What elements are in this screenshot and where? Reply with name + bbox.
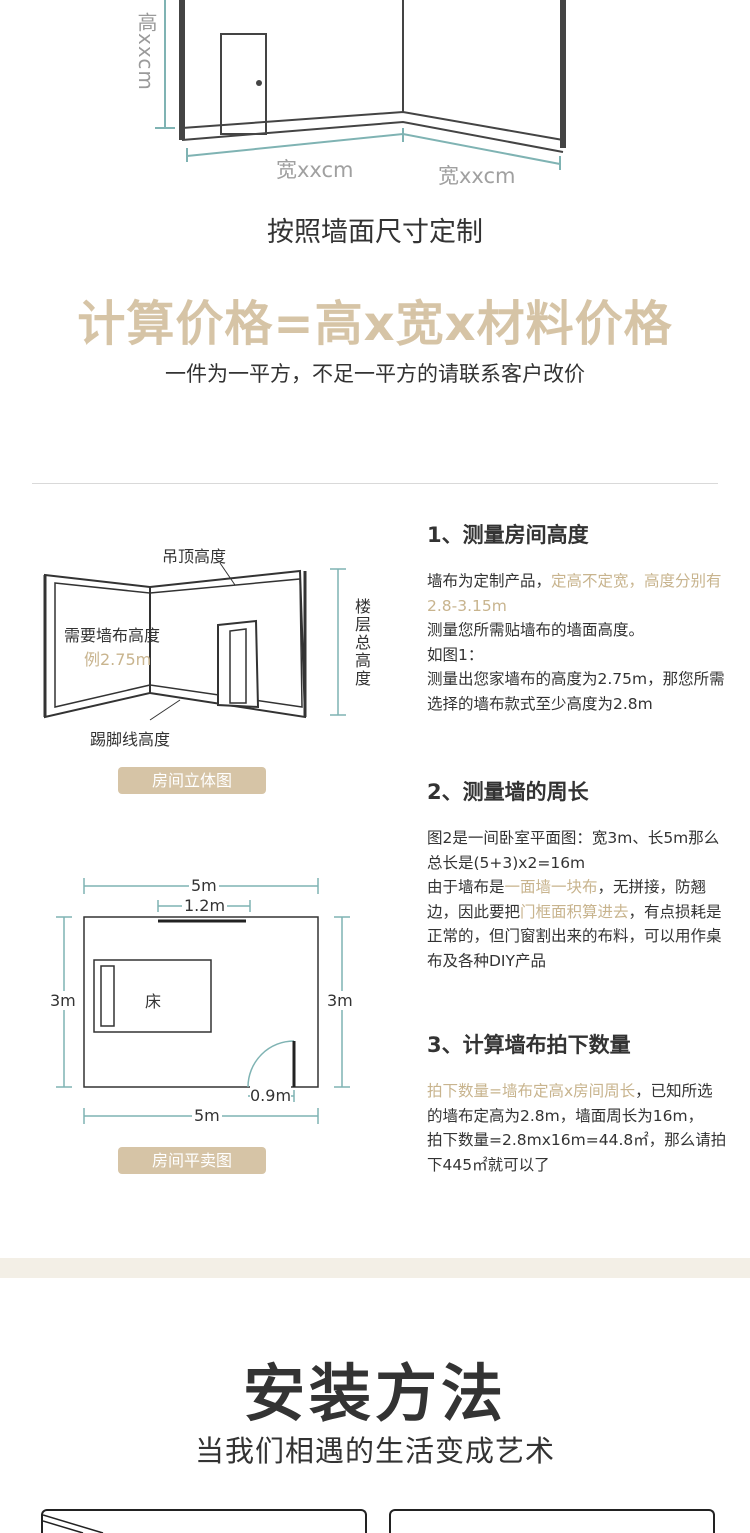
floor-height-label: 楼层总高度 bbox=[352, 598, 371, 688]
step1-p3: 如图1： bbox=[427, 645, 484, 664]
step3-text: 拍下数量=墙布定高x房间周长，已知所选的墙布定高为2.8m，墙面周长为16m， … bbox=[427, 1079, 727, 1177]
wall-height-label: 需要墙布高度 bbox=[64, 626, 161, 645]
ceiling-height-label: 吊顶高度 bbox=[162, 547, 227, 566]
install-subtitle: 当我们相遇的生活变成艺术 bbox=[194, 1434, 555, 1468]
bed-label: 床 bbox=[145, 992, 162, 1011]
install-title: 安装方法 bbox=[242, 1357, 507, 1430]
step1-text: 墙布为定制产品，定高不定宽，高度分别有2.8-3.15m 测量您所需贴墙布的墙面… bbox=[427, 569, 727, 716]
plan-left-height: 3m bbox=[50, 991, 76, 1010]
height-label: 高xxcm bbox=[134, 12, 158, 91]
section-band bbox=[0, 1258, 750, 1278]
install-card-left bbox=[41, 1509, 367, 1533]
step3-p1: 拍下数量=墙布定高x房间周长，已知所选的墙布定高为2.8m，墙面周长为16m， bbox=[427, 1082, 713, 1125]
plan-right-height: 3m bbox=[327, 991, 353, 1010]
step2-p1: 图2是一间卧室平面图：宽3m、长5m那么总长是(5+3)x2=16m bbox=[427, 829, 720, 872]
pillow-shape bbox=[100, 965, 115, 1027]
step1-p2: 测量您所需贴墙布的墙面高度。 bbox=[427, 621, 645, 639]
custom-size-caption: 按照墙面尺寸定制 bbox=[267, 217, 483, 248]
price-formula-headline: 计算价格=高x宽x材料价格 bbox=[77, 296, 673, 352]
section-divider bbox=[32, 483, 718, 484]
step3-title: 3、计算墙布拍下数量 bbox=[427, 1033, 631, 1057]
step2-p2: 由于墙布是一面墙一块布，无拼接，防翘边，因此要把门框面积算进去，有点损耗是正常的… bbox=[427, 878, 722, 970]
plan-door-width: 0.9m bbox=[250, 1086, 292, 1105]
skirting-height-label: 踢脚线高度 bbox=[90, 730, 171, 749]
bed-shape bbox=[93, 959, 212, 1033]
step2-title: 2、测量墙的周长 bbox=[427, 780, 589, 804]
step2-text: 图2是一间卧室平面图：宽3m、长5m那么总长是(5+3)x2=16m 由于墙布是… bbox=[427, 826, 727, 973]
room-3d-diagram bbox=[43, 562, 346, 721]
door-knob bbox=[256, 80, 262, 86]
install-card-right bbox=[389, 1509, 715, 1533]
plan-window-width: 1.2m bbox=[182, 896, 228, 915]
room-outline bbox=[83, 916, 319, 1088]
step1-p1: 墙布为定制产品，定高不定宽，高度分别有2.8-3.15m bbox=[427, 572, 722, 615]
floor-plan-caption: 房间平卖图 bbox=[118, 1147, 266, 1174]
width-label-left: 宽xxcm bbox=[276, 158, 354, 182]
step1-p4: 测量出您家墙布的高度为2.75m，那您所需选择的墙布款式至少高度为2.8m bbox=[427, 670, 725, 713]
plan-bottom-width: 5m bbox=[192, 1106, 222, 1125]
room-wall-illustration bbox=[155, 0, 566, 170]
plan-top-width: 5m bbox=[189, 876, 219, 895]
step1-title: 1、测量房间高度 bbox=[427, 523, 589, 547]
door-shape bbox=[220, 33, 267, 135]
room-3d-caption: 房间立体图 bbox=[118, 767, 266, 794]
wall-height-example: 例2.75m bbox=[84, 650, 152, 669]
step3-p2: 拍下数量=2.8mx16m=44.8㎡，那么请拍下445㎡就可以了 bbox=[427, 1131, 727, 1174]
price-note: 一件为一平方，不足一平方的请联系客户改价 bbox=[165, 362, 585, 386]
width-label-right: 宽xxcm bbox=[438, 164, 516, 188]
door-swing bbox=[247, 1040, 295, 1088]
card-stripe-decoration bbox=[43, 1514, 104, 1533]
